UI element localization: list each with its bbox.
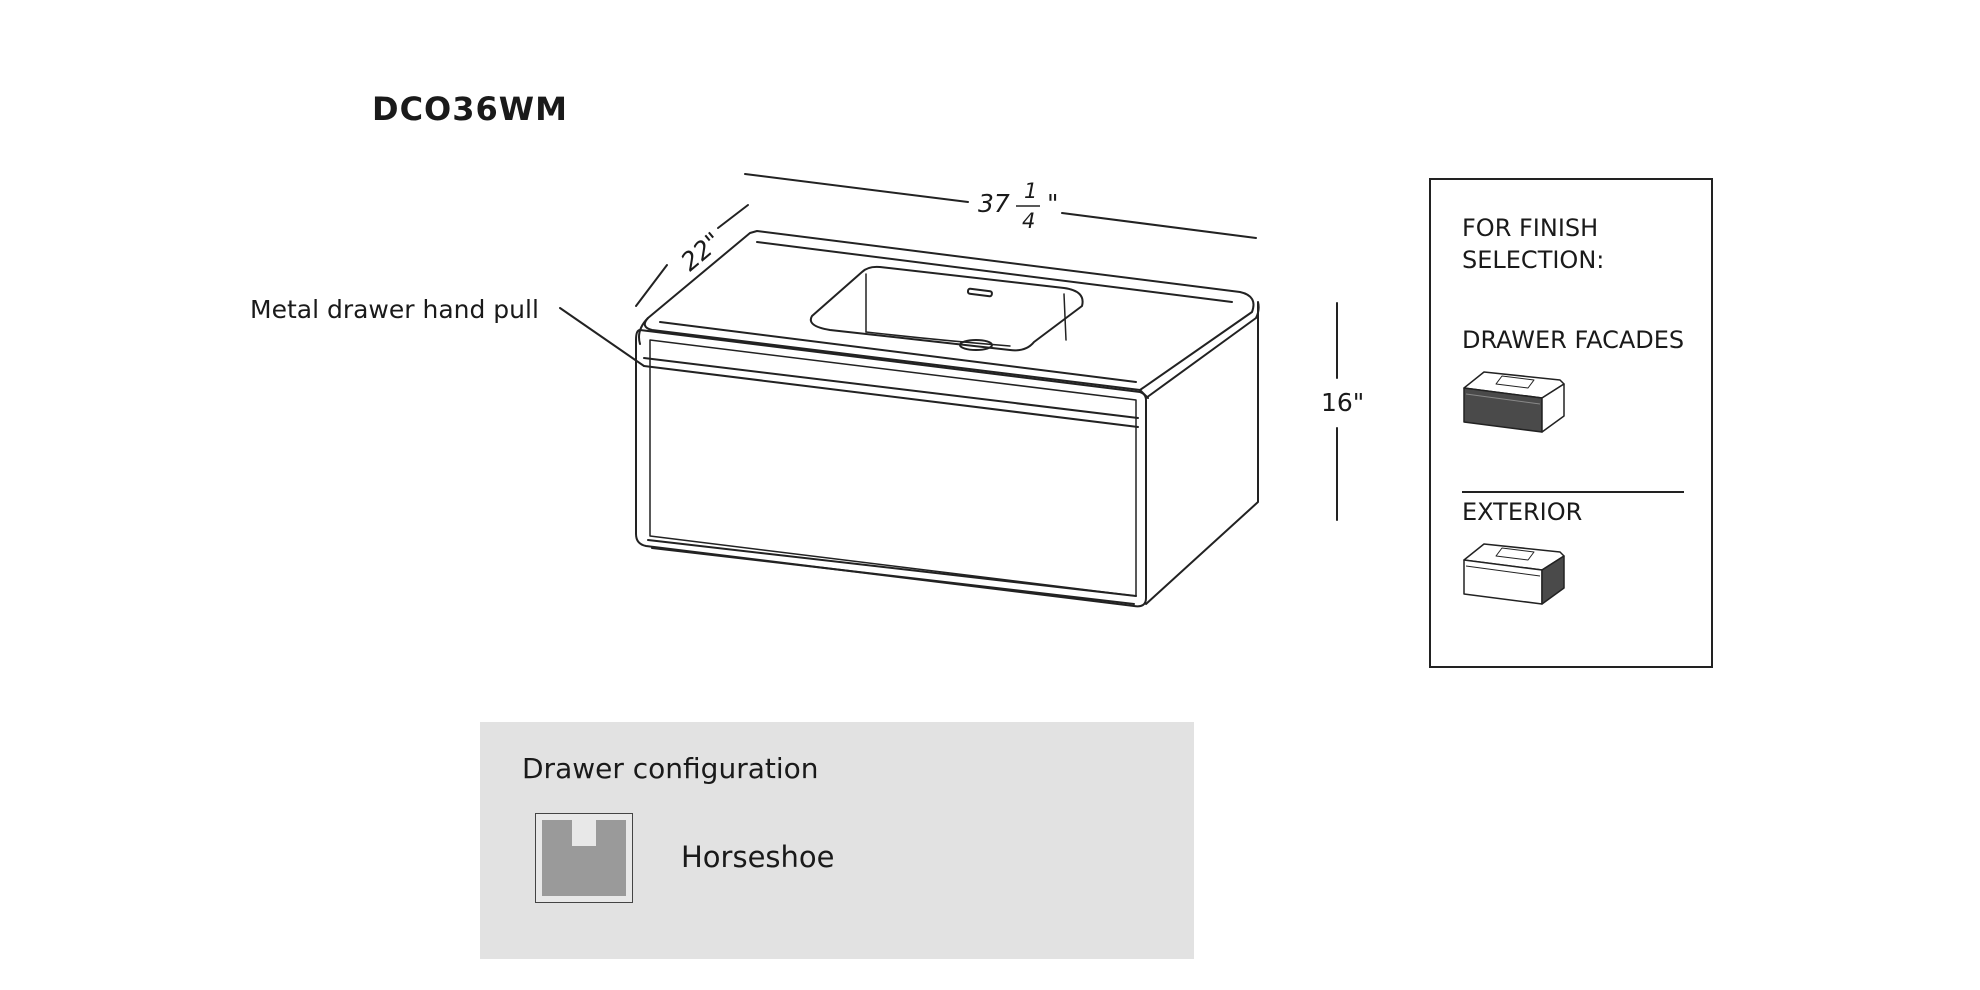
- drawer-configuration-option: Horseshoe: [681, 840, 835, 874]
- drawer-configuration-title: Drawer configuration: [522, 752, 819, 785]
- height-label: 16": [1321, 388, 1364, 417]
- model-code: DCO36WM: [372, 90, 568, 128]
- drawer-configuration-panel: Drawer configuration Horseshoe: [480, 722, 1194, 959]
- finish-heading: FOR FINISH SELECTION:: [1462, 214, 1605, 274]
- depth-dimension-line: [635, 204, 749, 307]
- width-dimension-line: [744, 173, 1257, 239]
- exterior-label: EXTERIOR: [1462, 498, 1583, 526]
- width-denominator-label: 4: [1022, 209, 1035, 233]
- sink-basin: [809, 265, 1084, 352]
- width-whole-label: 37: [978, 189, 1010, 218]
- depth-label: 22": [675, 227, 727, 277]
- drawer-facades-thumbnail[interactable]: [1460, 366, 1570, 438]
- hand-pull-callout: Metal drawer hand pull: [250, 295, 539, 324]
- finish-selection-panel: FOR FINISH SELECTION: DRAWER FACADES EXT…: [1429, 178, 1713, 668]
- exterior-thumbnail[interactable]: [1460, 538, 1570, 610]
- width-numerator-label: 1: [1024, 179, 1037, 203]
- hand-pull-leader: [559, 307, 645, 367]
- panel-divider: [1462, 491, 1684, 493]
- width-unit-label: ": [1047, 189, 1059, 218]
- horseshoe-drawer-icon[interactable]: [535, 813, 633, 903]
- vanity-body: [635, 230, 1260, 608]
- drawer-facades-label: DRAWER FACADES: [1462, 326, 1685, 354]
